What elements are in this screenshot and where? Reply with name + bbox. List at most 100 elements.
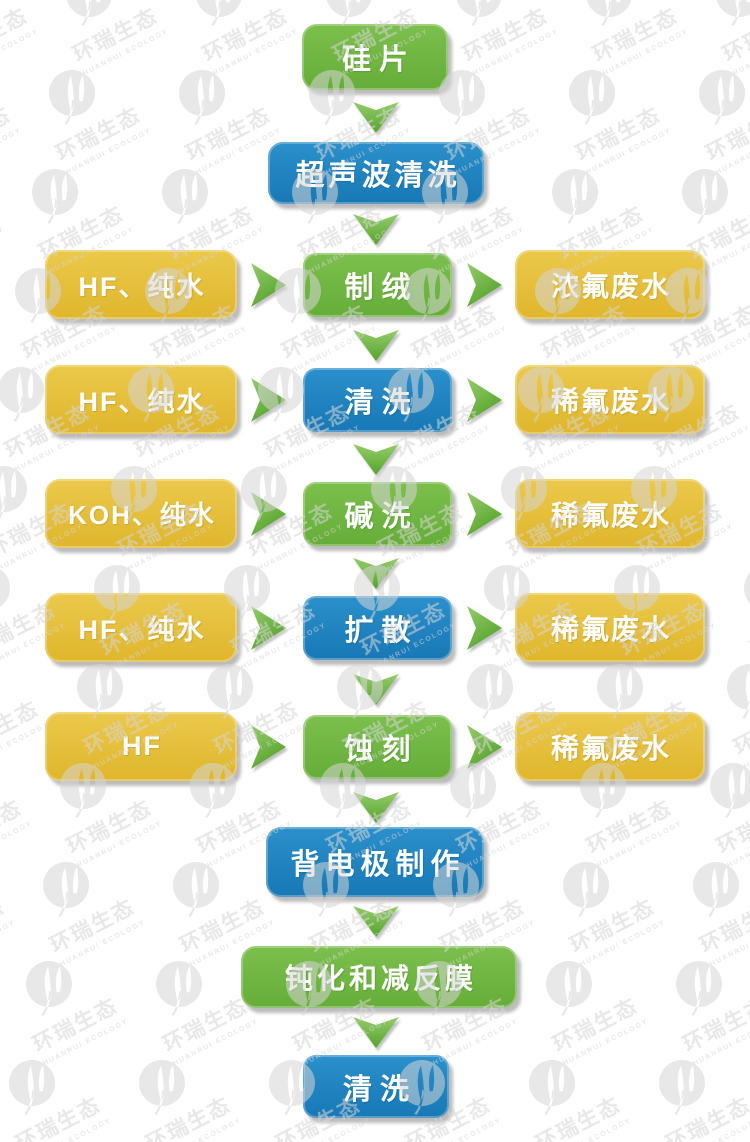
- flow-node-process-5: 蚀刻: [303, 715, 452, 779]
- watermark-logo-icon: [676, 961, 723, 1016]
- node-label: HF、纯水: [78, 615, 206, 645]
- watermark-text-en: HUANRUI ECOLOGY: [715, 127, 750, 177]
- watermark-text-cn: 环瑞生态: [12, 1093, 105, 1142]
- watermark-text-en: HUANRUI ECOLOGY: [545, 1117, 633, 1142]
- watermark-text-cn: 环瑞生态: [696, 895, 750, 958]
- node-label: HF: [122, 731, 162, 761]
- watermark-logo-icon: [659, 1060, 706, 1115]
- watermark-text-en: HUANRUI ECOLOGY: [732, 28, 750, 78]
- watermark-text-en: HUANRUI ECOLOGY: [0, 226, 6, 275]
- watermark-text-en: HUANRUI ECOLOGY: [25, 1117, 113, 1142]
- flow-node-back-electrode: 背电极制作: [266, 827, 484, 897]
- watermark-text-en: HUANRUI ECOLOGY: [421, 325, 509, 375]
- flow-node-input-3: KOH、纯水: [45, 479, 237, 548]
- watermark-logo-icon: [682, 169, 729, 224]
- watermark-logo-icon: [552, 169, 599, 224]
- watermark-text-en: HUANRUI ECOLOGY: [692, 1018, 750, 1068]
- node-label: KOH、纯水: [68, 500, 216, 530]
- watermark-text-en: HUANRUI ECOLOGY: [726, 820, 750, 870]
- arrow-right-icon: [251, 492, 286, 536]
- watermark-text-cn: 环瑞生态: [0, 4, 32, 67]
- watermark-text-cn: 环瑞生态: [572, 103, 665, 166]
- watermark-text-en: HUANRUI ECOLOGY: [0, 28, 40, 77]
- node-label: 扩散: [344, 615, 419, 647]
- watermark-unit: 环瑞生态 HUANRUI ECOLOGY: [547, 0, 750, 138]
- node-label: 稀氟废水: [550, 385, 671, 417]
- arrow-right-icon: [251, 378, 286, 422]
- watermark-text-en: HUANRUI ECOLOGY: [709, 919, 750, 969]
- arrow-down-icon: [353, 906, 399, 937]
- watermark-text-en: HUANRUI ECOLOGY: [212, 28, 300, 78]
- watermark-logo-icon: [162, 169, 209, 224]
- node-label: 钝化和减反膜: [284, 963, 477, 994]
- node-label: 超声波清洗: [295, 160, 461, 192]
- watermark-text-cn: 环瑞生态: [63, 796, 156, 859]
- watermark-text-en: HUANRUI ECOLOGY: [472, 28, 560, 78]
- arrow-down-icon: [353, 1017, 399, 1048]
- flow-node-silicon-wafer: 硅片: [302, 24, 448, 90]
- node-label: 稀氟废水: [550, 613, 671, 645]
- arrow-down-icon: [353, 102, 399, 133]
- arrow-right-icon: [467, 378, 502, 422]
- watermark-text-cn: 环瑞生态: [0, 197, 1, 267]
- arrow-down-icon: [353, 330, 399, 361]
- watermark-logo-icon: [716, 0, 750, 26]
- arrow-down-icon: [353, 674, 399, 705]
- watermark-text-cn: 环瑞生态: [589, 4, 682, 67]
- watermark-text-en: HUANRUI ECOLOGY: [82, 28, 170, 78]
- watermark-text-en: HUANRUI ECOLOGY: [0, 127, 23, 176]
- watermark-logo-icon: [744, 565, 750, 620]
- watermark-logo-icon: [0, 565, 11, 620]
- arrow-right-icon: [467, 263, 502, 307]
- watermark-text-cn: 环瑞生态: [69, 4, 162, 67]
- watermark-logo-icon: [546, 961, 593, 1016]
- watermark-logo-icon: [563, 862, 610, 917]
- watermark-logo-icon: [467, 664, 514, 719]
- arrow-right-icon: [467, 725, 502, 769]
- flow-node-ultrasonic-clean: 超声波清洗: [268, 142, 484, 204]
- arrow-down-icon: [353, 444, 399, 475]
- watermark-text-cn: 环瑞生态: [0, 697, 43, 760]
- watermark-text-cn: 环瑞生态: [29, 994, 122, 1057]
- arrow-down-icon: [353, 792, 399, 823]
- watermark-text-en: HUANRUI ECOLOGY: [0, 820, 34, 869]
- watermark-logo-icon: [0, 652, 6, 725]
- watermark-text-cn: 环瑞生态: [679, 994, 750, 1057]
- watermark-text-cn: 环瑞生态: [702, 103, 750, 166]
- node-label: 稀氟废水: [550, 732, 671, 764]
- flow-node-output-1: 浓氟废水: [515, 250, 705, 319]
- node-label: 碱洗: [344, 501, 419, 533]
- node-label: 稀氟废水: [550, 499, 671, 531]
- watermark-text-en: HUANRUI ECOLOGY: [585, 127, 673, 177]
- watermark-text-en: HUANRUI ECOLOGY: [0, 919, 17, 968]
- watermark-logo-icon: [26, 961, 73, 1016]
- watermark-logo-icon: [156, 961, 203, 1016]
- node-label: 背电极制作: [290, 849, 466, 881]
- flow-node-input-4: HF、纯水: [45, 593, 237, 662]
- watermark-text-en: HUANRUI ECOLOGY: [65, 127, 153, 177]
- watermark-text-en: HUANRUI ECOLOGY: [698, 226, 750, 276]
- watermark-logo-icon: [66, 0, 113, 26]
- flow-node-process-3: 碱洗: [303, 482, 452, 546]
- watermark-logo-icon: [196, 0, 243, 26]
- watermark-logo-icon: [0, 466, 28, 521]
- flow-node-input-2: HF、纯水: [45, 365, 237, 434]
